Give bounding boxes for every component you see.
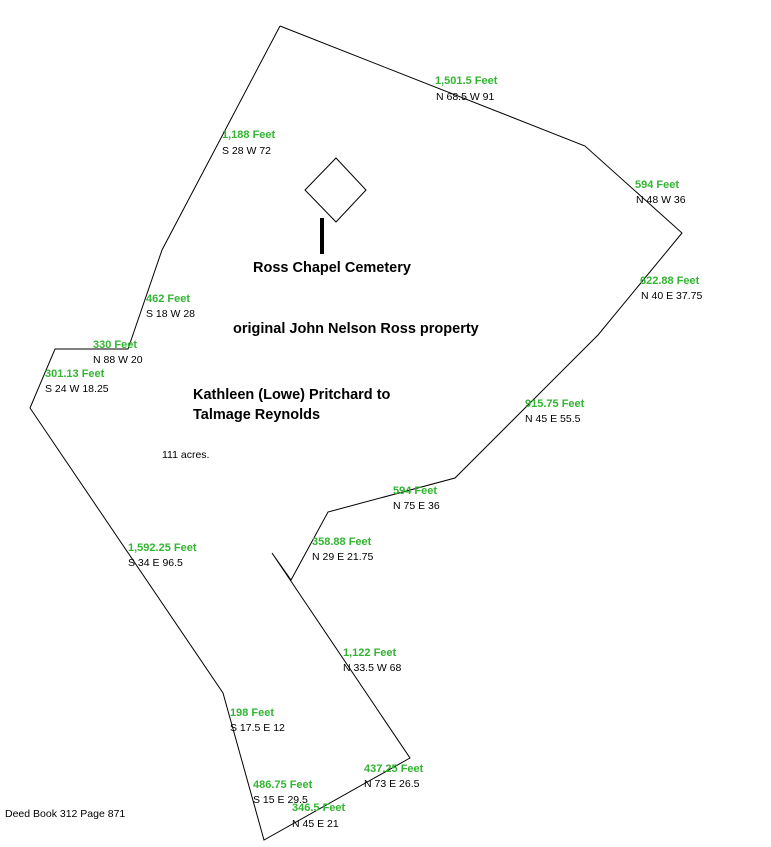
call-distance: 346.5 Feet	[292, 802, 346, 814]
call-label: 198 Feet S 17.5 E 12	[230, 707, 285, 734]
call-distance: 301.13 Feet	[45, 368, 105, 380]
cemetery-marker	[304, 157, 367, 223]
call-bearing: S 17.5 E 12	[230, 722, 285, 734]
call-distance: 1,501.5 Feet	[435, 75, 498, 87]
call-bearing: S 18 W 28	[146, 308, 195, 320]
property-label: original John Nelson Ross property	[233, 321, 479, 337]
call-label: 358.88 Feet N 29 E 21.75	[312, 536, 373, 563]
property-boundary	[29, 25, 683, 841]
call-distance: 437.25 Feet	[364, 763, 424, 775]
transfer-label-line1: Kathleen (Lowe) Pritchard to	[193, 387, 391, 403]
call-distance: 1,122 Feet	[343, 647, 397, 659]
call-distance: 358.88 Feet	[312, 536, 372, 548]
call-label: 1,122 Feet N 33.5 W 68	[343, 647, 402, 674]
call-label: 486.75 Feet S 15 E 29.5	[253, 779, 313, 806]
call-label: 1,592.25 Feet S 34 E 96.5	[128, 542, 197, 569]
transfer-label-line2: Talmage Reynolds	[193, 407, 320, 423]
call-label: 1,501.5 Feet N 68.5 W 91	[435, 75, 498, 103]
call-bearing: N 73 E 26.5	[364, 778, 420, 790]
call-distance: 1,188 Feet	[222, 129, 276, 141]
call-label: 622.88 Feet N 40 E 37.75	[640, 275, 702, 302]
call-distance: 486.75 Feet	[253, 779, 313, 791]
call-bearing: N 45 E 21	[292, 818, 339, 830]
call-bearing: S 34 E 96.5	[128, 557, 183, 569]
call-bearing: N 33.5 W 68	[343, 662, 402, 674]
call-label: 915.75 Feet N 45 E 55.5	[525, 398, 585, 425]
call-bearing: N 75 E 36	[393, 500, 440, 512]
call-distance: 198 Feet	[230, 707, 274, 719]
call-distance: 622.88 Feet	[640, 275, 700, 287]
call-bearing: N 29 E 21.75	[312, 551, 373, 563]
call-distance: 330 Feet	[93, 339, 137, 351]
call-distance: 462 Feet	[146, 293, 190, 305]
call-bearing: S 15 E 29.5	[253, 794, 308, 806]
call-bearing: N 88 W 20	[93, 354, 143, 366]
acreage-label: 111 acres.	[162, 449, 209, 461]
call-label: 346.5 Feet N 45 E 21	[292, 802, 346, 830]
call-distance: 915.75 Feet	[525, 398, 585, 410]
call-distance: 1,592.25 Feet	[128, 542, 197, 554]
call-label: 301.13 Feet S 24 W 18.25	[45, 368, 109, 395]
call-bearing: N 48 W 36	[636, 194, 686, 206]
call-bearing: N 45 E 55.5	[525, 413, 581, 425]
call-label: 437.25 Feet N 73 E 26.5	[364, 763, 424, 790]
call-distance: 594 Feet	[635, 179, 679, 191]
call-label: 594 Feet N 48 W 36	[635, 179, 686, 206]
call-bearing: N 40 E 37.75	[641, 290, 702, 302]
call-bearing: N 68.5 W 91	[436, 91, 495, 103]
call-label: 594 Feet N 75 E 36	[393, 485, 440, 512]
call-label: 462 Feet S 18 W 28	[146, 293, 195, 320]
deed-reference: Deed Book 312 Page 871	[5, 808, 125, 820]
call-label: 330 Feet N 88 W 20	[93, 339, 143, 366]
call-distance: 594 Feet	[393, 485, 437, 497]
call-label: 1,188 Feet S 28 W 72	[222, 129, 276, 157]
call-bearing: S 24 W 18.25	[45, 383, 109, 395]
cemetery-label: Ross Chapel Cemetery	[253, 260, 411, 276]
call-bearing: S 28 W 72	[222, 145, 271, 157]
